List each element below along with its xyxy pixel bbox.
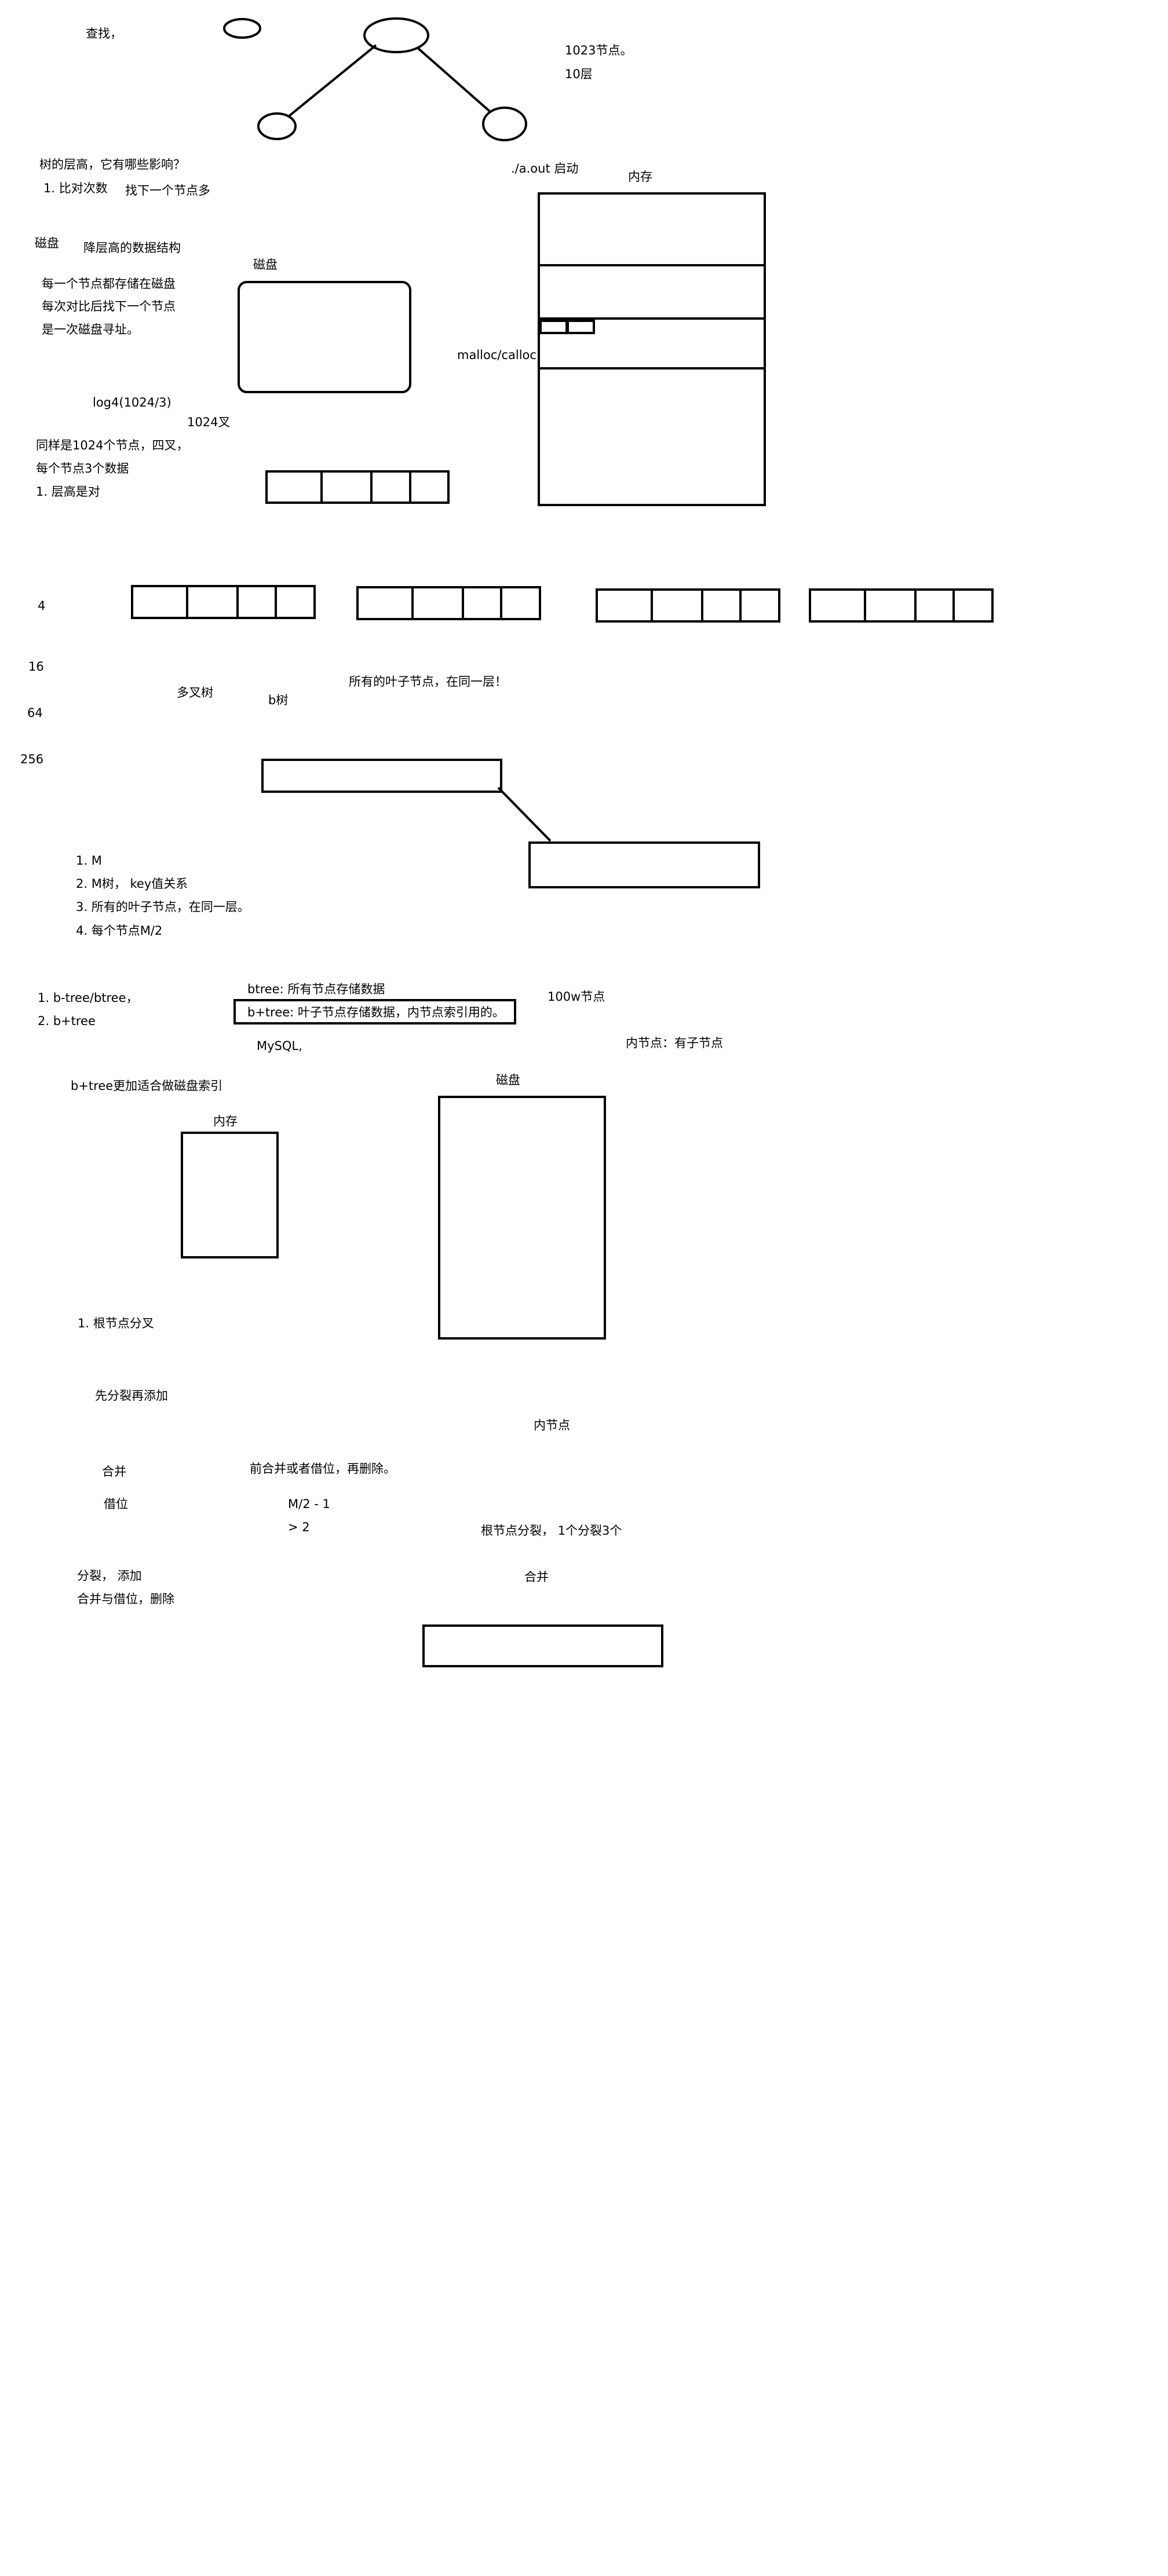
btree-node-row-3	[596, 588, 780, 623]
reduce-height-ds-label: 降层高的数据结构	[83, 241, 181, 255]
btree-node-row-1	[131, 585, 316, 619]
bplus-disk-index-label: b+tree更加适合做磁盘索引	[71, 1079, 223, 1093]
log4-label: log4(1024/3)	[93, 396, 171, 409]
merge-borrow-delete-label: 合并与借位，删除	[77, 1592, 174, 1606]
multiway-tree-label: 多叉树	[177, 686, 213, 700]
malloc-calloc-label: malloc/calloc	[457, 348, 536, 362]
split-then-add-label: 先分裂再添加	[95, 1389, 168, 1403]
edge-root-right	[416, 46, 491, 112]
btree-node-row-4	[809, 588, 994, 623]
btree-all-store-label: btree: 所有节点存储数据	[247, 982, 385, 996]
root-split-three-label: 根节点分裂， 1个分裂3个	[481, 1524, 622, 1538]
split-add-label: 分裂， 添加	[77, 1569, 142, 1583]
memory-block	[538, 192, 766, 506]
merge-or-borrow-label: 前合并或者借位，再删除。	[250, 1462, 396, 1476]
merge-label-2: 合并	[524, 1570, 549, 1584]
memory-small-cell-2	[567, 320, 595, 334]
btree-node-row-2	[356, 586, 541, 620]
level-4-label: 4	[38, 599, 46, 613]
internal-has-children-label: 内节点：有子节点	[626, 1036, 723, 1050]
nodes-1023-label: 1023节点。	[565, 43, 633, 57]
memory-label-top: 内存	[628, 170, 652, 184]
all-leaves-same-level-label: 所有的叶子节点，在同一层！	[349, 675, 507, 689]
btree-node-top	[265, 470, 450, 504]
memory-label-small: 内存	[213, 1114, 238, 1128]
child-node-box	[528, 841, 760, 888]
small-node-ellipse	[223, 18, 261, 39]
right-child-ellipse	[482, 107, 527, 141]
borrow-label: 借位	[104, 1497, 128, 1511]
internal-node-label: 内节点	[534, 1418, 570, 1432]
gt-2-label: > 2	[288, 1520, 310, 1534]
find-label: 查找，	[86, 27, 122, 41]
compare-count-label: 1. 比对次数	[43, 181, 108, 195]
btree-label: b树	[268, 693, 289, 707]
level-64-label: 64	[27, 706, 43, 720]
property-3: 3. 所有的叶子节点，在同一层。	[76, 900, 250, 914]
disk-label-tall: 磁盘	[496, 1073, 520, 1087]
root-node-ellipse	[363, 17, 429, 53]
fork-1024-label: 1024叉	[187, 415, 231, 429]
variant-1-label: 1. b-tree/btree，	[38, 991, 138, 1005]
find-next-many-label: 找下一个节点多	[125, 184, 210, 197]
disk-box-tall	[438, 1096, 606, 1340]
same-1024-nodes-label: 同样是1024个节点，四叉，	[36, 438, 189, 452]
each-node-on-disk-label: 每一个节点都存储在磁盘	[42, 277, 176, 291]
disk-label-left: 磁盘	[35, 236, 59, 250]
layers-10-label: 10层	[565, 67, 593, 81]
parent-child-connector	[497, 786, 552, 842]
property-4: 4. 每个节点M/2	[76, 924, 163, 938]
bplus-leaf-store-label: b+tree: 叶子节点存储数据，内节点索引用的。	[247, 1005, 505, 1019]
bplus-definition-box	[233, 999, 516, 1024]
w100-nodes-label: 100w节点	[548, 990, 605, 1004]
parent-node-box	[261, 759, 502, 793]
empty-node-box	[422, 1624, 663, 1667]
memory-small-cell-1	[539, 320, 568, 334]
root-split-label: 1. 根节点分叉	[78, 1316, 154, 1330]
level-16-label: 16	[28, 660, 44, 674]
run-aout-label: ./a.out 启动	[511, 162, 579, 175]
mysql-label: MySQL,	[257, 1039, 302, 1053]
disk-label-box: 磁盘	[253, 258, 278, 272]
each-compare-next-label: 每次对比后找下一个节点	[42, 299, 176, 313]
m-half-minus-1-label: M/2 - 1	[288, 1497, 330, 1511]
one-disk-seek-label: 是一次磁盘寻址。	[42, 323, 139, 336]
three-data-per-node-label: 每个节点3个数据	[36, 462, 129, 475]
left-child-ellipse	[257, 112, 297, 140]
edge-root-left	[287, 44, 377, 118]
memory-box-small	[181, 1132, 279, 1258]
merge-label-1: 合并	[102, 1465, 126, 1479]
level-256-label: 256	[20, 752, 44, 766]
property-2: 2. M树， key值关系	[76, 877, 188, 891]
property-1: 1. M	[76, 854, 102, 868]
height-pair-label: 1. 层高是对	[36, 485, 100, 499]
tree-height-question: 树的层高，它有哪些影响？	[39, 158, 185, 171]
variant-2-label: 2. b+tree	[38, 1014, 96, 1028]
disk-rounded-box	[238, 281, 411, 393]
